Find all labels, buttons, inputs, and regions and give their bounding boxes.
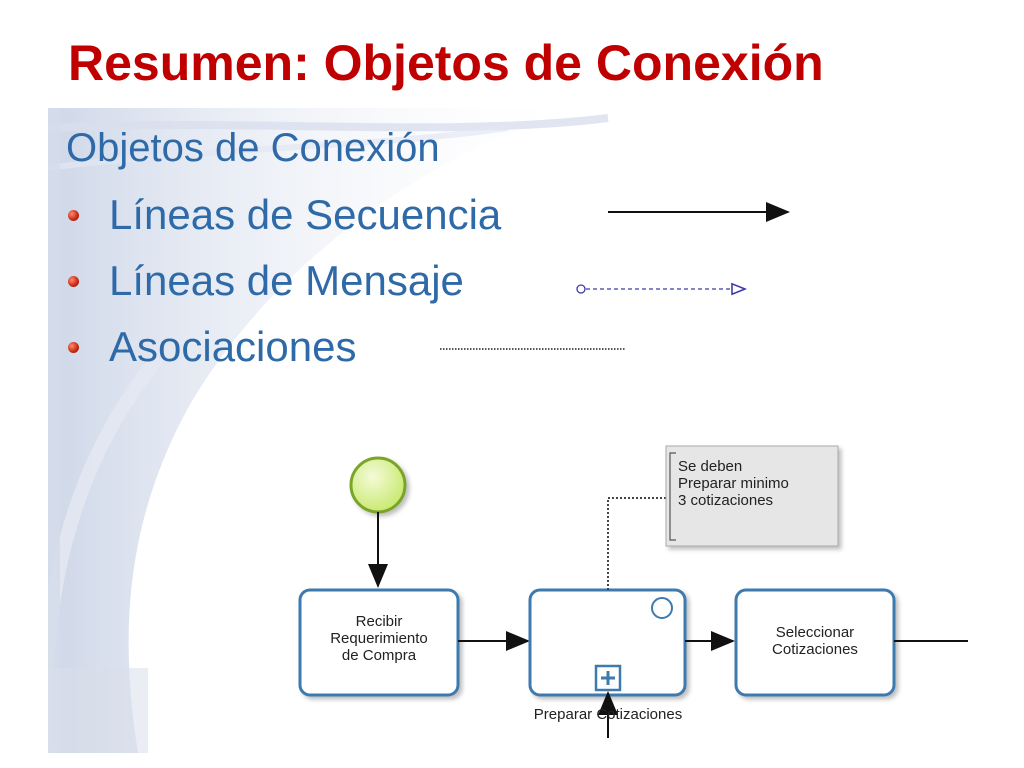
bullet-icon <box>68 341 79 353</box>
expand-plus-icon <box>594 664 622 692</box>
slide-title: Resumen: Objetos de Conexión <box>68 35 824 91</box>
task-recibir-requerimiento <box>298 588 460 697</box>
intermediate-event-icon <box>651 597 673 619</box>
list-item-message-flow: Líneas de Mensaje <box>68 256 464 306</box>
list-item-label: Líneas de Secuencia <box>109 191 502 238</box>
annotation-line: 3 cotizaciones <box>678 492 774 509</box>
task-label-seleccionar: Seleccionar Cotizaciones <box>736 624 894 658</box>
association-line <box>607 497 666 590</box>
text-annotation <box>665 445 839 547</box>
task-label-recibir: Recibir Requerimiento de Compra <box>300 613 458 664</box>
dashed-message-arrow-icon <box>576 285 745 293</box>
list-item-label: Asociaciones <box>109 323 357 370</box>
bullet-icon <box>68 209 79 221</box>
slide-content: Objetos de Conexión Líneas de Secuencia … <box>48 108 978 753</box>
bullet-icon <box>68 275 79 287</box>
task-label-line: Cotizaciones <box>772 641 858 658</box>
section-heading: Objetos de Conexión <box>66 126 440 170</box>
task-label-line: de Compra <box>341 647 417 664</box>
start-event <box>349 456 407 514</box>
annotation-line: Se deben <box>678 458 743 475</box>
list-item-label: Líneas de Mensaje <box>109 257 464 304</box>
list-item-sequence-flow: Líneas de Secuencia <box>68 190 501 240</box>
bpmn-diagram <box>298 202 968 738</box>
background-decoration <box>48 108 609 753</box>
task-label-line: Recibir <box>355 613 403 630</box>
task-label-line: Seleccionar <box>775 624 855 641</box>
list-item-association: Asociaciones <box>68 322 356 372</box>
task-label-line: Requerimiento <box>330 630 428 647</box>
annotation-line: Preparar minimo <box>678 475 789 492</box>
subprocess-label: Preparar Cotizaciones <box>533 706 683 723</box>
task-seleccionar-cotizaciones <box>734 588 896 697</box>
annotation-text: Se deben Preparar minimo 3 cotizaciones <box>678 458 833 509</box>
